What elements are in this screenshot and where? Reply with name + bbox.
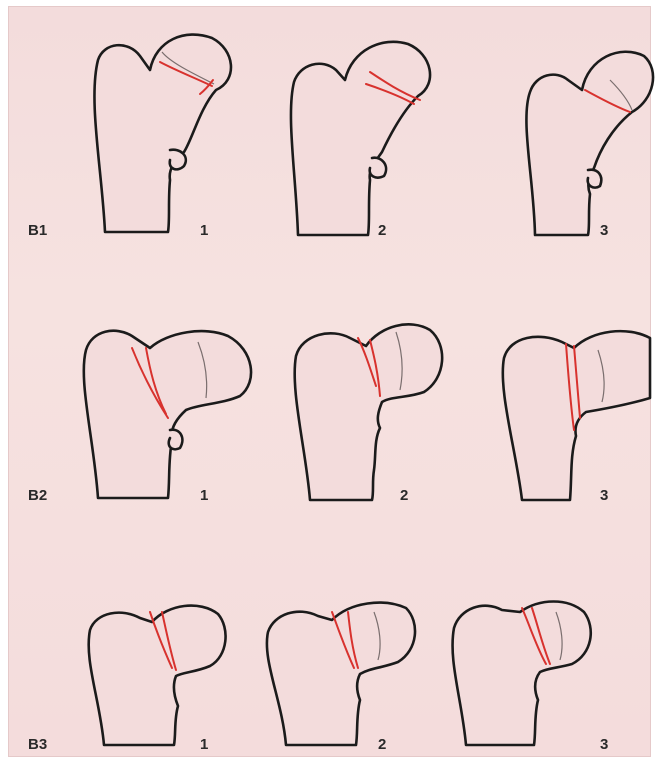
subtype-label-b1-1: 1	[200, 223, 208, 238]
femur-b1-3	[526, 52, 653, 235]
subtype-label-b2-1: 1	[200, 488, 208, 503]
femur-b1-2	[291, 42, 430, 235]
subtype-label-b2-2: 2	[400, 488, 408, 503]
group-label-b1: B1	[28, 223, 47, 238]
femur-b2-3	[503, 331, 650, 500]
subtype-label-b1-2: 2	[378, 223, 386, 238]
femur-b3-3	[453, 602, 591, 746]
subtype-label-b2-3: 3	[600, 488, 608, 503]
group-label-b2: B2	[28, 488, 47, 503]
femur-b3-1	[89, 606, 226, 745]
femur-b2-1	[84, 331, 251, 498]
subtype-label-b3-2: 2	[378, 737, 386, 752]
femur-b2-2	[295, 324, 442, 500]
subtype-label-b1-3: 3	[600, 223, 608, 238]
subtype-label-b3-1: 1	[200, 737, 208, 752]
femur-b1-1	[94, 35, 231, 232]
femur-b3-2	[267, 603, 415, 745]
subtype-label-b3-3: 3	[600, 737, 608, 752]
group-label-b3: B3	[28, 737, 47, 752]
